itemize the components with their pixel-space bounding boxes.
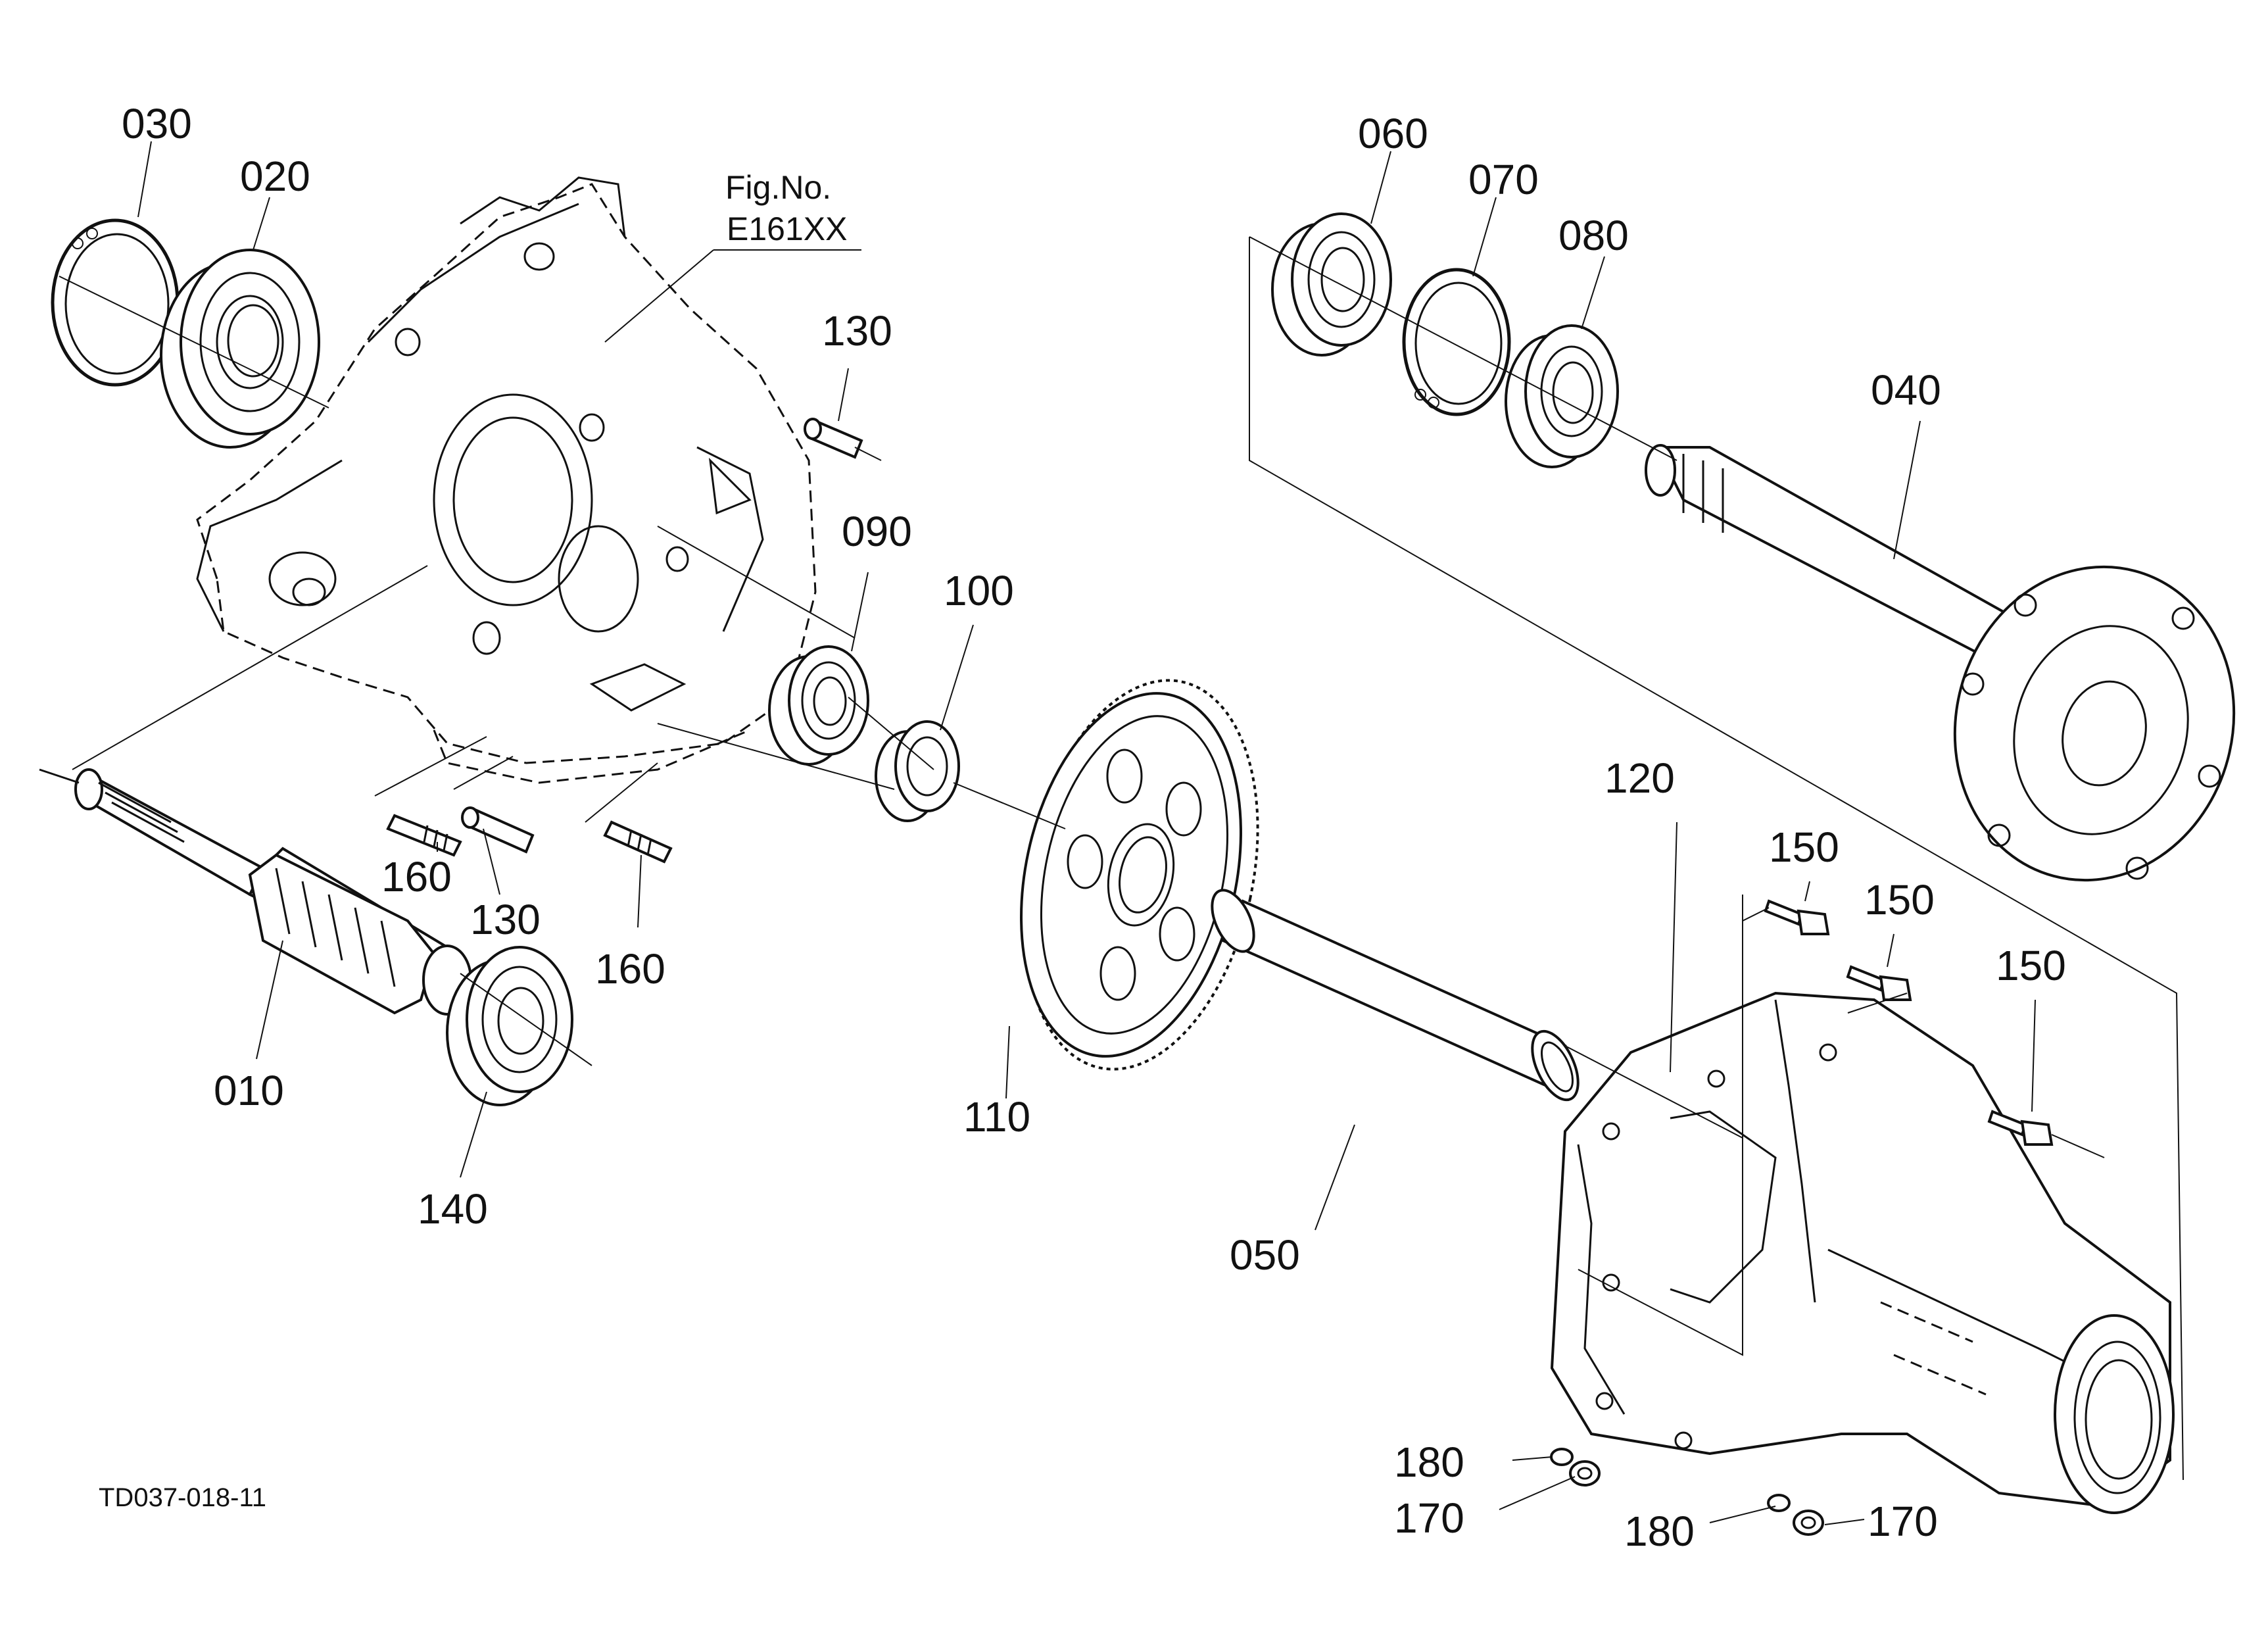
ball-bearing-060 [1271,212,1392,356]
label-110: 110 [963,1093,1030,1141]
washer-180-a [1550,1448,1574,1466]
label-170-a: 170 [1394,1494,1464,1542]
label-080: 080 [1558,212,1629,259]
washer-180-b [1767,1494,1791,1512]
axle-housing-120 [1550,991,2175,1514]
label-150-b: 150 [1864,876,1935,923]
label-160-a: 160 [381,853,452,900]
label-090: 090 [842,508,912,555]
dowel-pin-130-a [804,418,882,461]
drawing-id: TD037-018-11 [99,1483,266,1512]
snap-ring-030 [51,218,180,387]
label-130-b: 130 [470,896,541,943]
nut-170-a [1569,1460,1601,1487]
bolt-150-a [1764,899,1830,935]
snap-ring-070 [1402,268,1511,416]
label-150-c: 150 [1996,942,2066,989]
axle-shaft-040 [1645,444,2236,882]
label-150-a: 150 [1769,823,1839,871]
label-130-a: 130 [822,307,892,355]
label-030: 030 [122,100,192,147]
ball-bearing-090 [768,645,869,766]
ball-bearing-020 [160,249,320,449]
label-170-b: 170 [1868,1498,1938,1545]
label-120: 120 [1604,754,1675,802]
label-070: 070 [1468,156,1539,203]
gear-case-housing [196,176,817,784]
fig-reference: Fig.No. E161XX [725,169,847,247]
label-010: 010 [214,1067,284,1114]
fig-no-label: Fig.No. [725,169,831,206]
collar-tube-050 [1211,889,1580,1102]
bolt-150-c [1987,1110,2054,1146]
spur-gear-110 [1020,679,1259,1071]
label-050: 050 [1230,1231,1300,1279]
assembly-lines [59,236,2184,1481]
nut-170-b [1793,1510,1824,1536]
label-040: 040 [1871,366,1941,414]
dowel-pin-130-b [461,806,535,854]
ball-bearing-140 [446,946,592,1106]
oil-seal-080 [1505,324,1619,468]
label-140: 140 [418,1185,488,1233]
stud-bolt-160-a [386,814,462,857]
leader-lines [137,141,2036,1525]
label-160-b: 160 [595,945,665,993]
label-100: 100 [944,567,1014,614]
label-180-b: 180 [1624,1508,1695,1555]
fig-no-value: E161XX [727,210,847,247]
shaft-010 [39,768,472,1016]
label-180-a: 180 [1394,1438,1464,1486]
label-060: 060 [1358,110,1428,157]
oil-seal-100 [875,720,960,822]
stud-bolt-160-b [603,820,673,864]
label-020: 020 [240,153,310,200]
